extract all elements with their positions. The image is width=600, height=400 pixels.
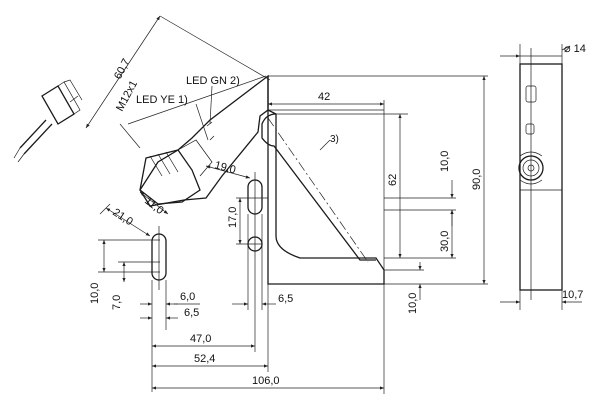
label-52-4: 52,4 <box>194 353 215 365</box>
label-10-0-bottom: 10,0 <box>407 293 419 314</box>
label-10-0-right: 10,0 <box>439 151 451 172</box>
label-21-0: 21,0 <box>110 206 135 228</box>
bracket-side-view <box>139 74 385 290</box>
label-6-5-right: 6,5 <box>278 293 293 305</box>
label-note-3: 3) <box>330 134 339 145</box>
label-10-0-left: 10,0 <box>89 283 101 304</box>
label-6-5-left: 6,5 <box>184 307 199 319</box>
label-led-ye: LED YE 1) <box>136 94 188 106</box>
label-60-7: 60,7 <box>112 57 133 82</box>
connector-cable-sketch <box>13 79 83 163</box>
dimension-lines <box>85 15 582 394</box>
front-view <box>518 48 563 300</box>
label-7-0: 7,0 <box>111 295 123 310</box>
label-30-0: 30,0 <box>439 231 451 252</box>
label-90-0: 90,0 <box>471 169 483 190</box>
label-6-0: 6,0 <box>180 291 195 303</box>
label-42: 42 <box>318 91 330 103</box>
label-62: 62 <box>387 174 399 186</box>
label-17-0: 17,0 <box>227 207 239 228</box>
label-106-0: 106,0 <box>252 375 280 387</box>
label-47-0: 47,0 <box>190 333 211 345</box>
label-led-gn: LED GN 2) <box>186 75 240 87</box>
label-10-7: 10,7 <box>562 289 583 301</box>
label-diameter-14: ⌀ 14 <box>564 43 586 55</box>
dimension-labels: 60,7 M12x1 LED GN 2) LED YE 1) 42 3) 19,… <box>89 43 586 387</box>
label-19-0: 19,0 <box>213 159 237 176</box>
